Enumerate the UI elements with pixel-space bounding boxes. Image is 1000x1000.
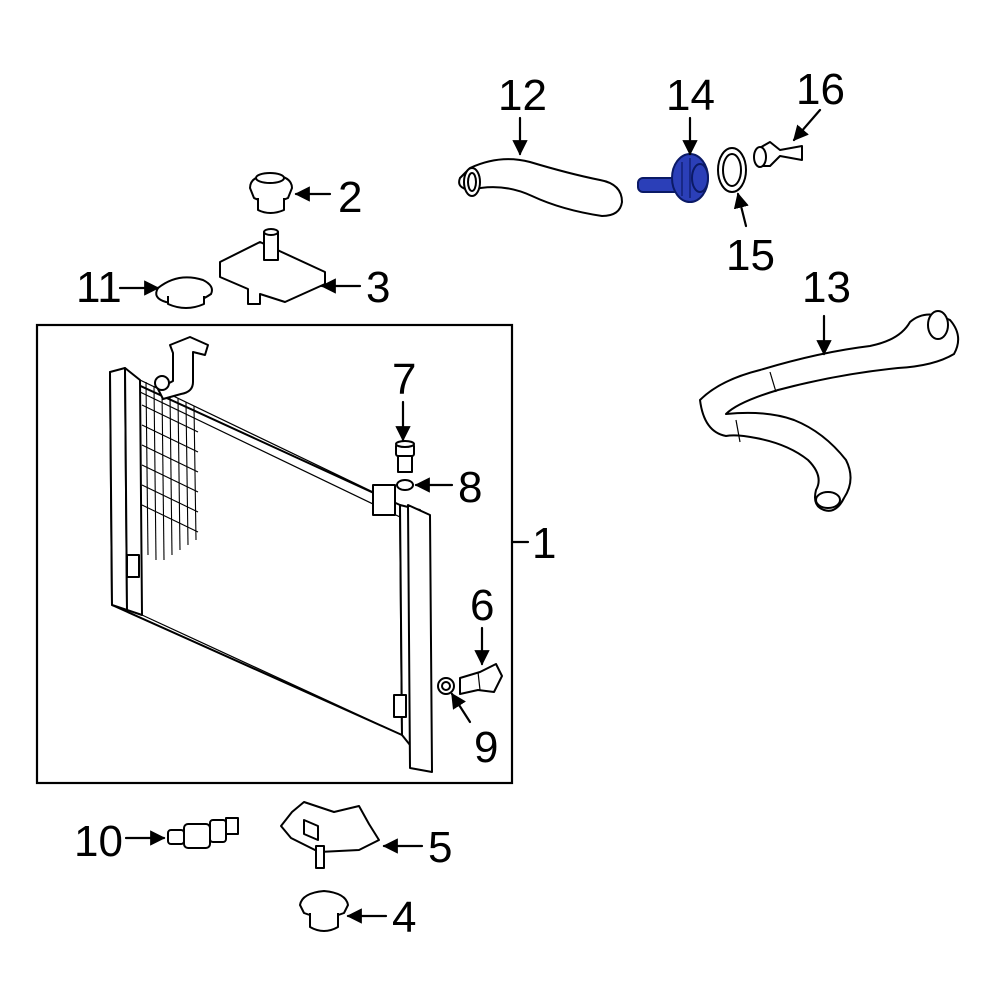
- callout-labels: 1 2 3 4 5 6 7 8 9 10 11 12 13 14 15 16: [74, 65, 851, 942]
- upper-hose[interactable]: [458, 158, 623, 217]
- callout-9: 9: [474, 723, 498, 772]
- leader-lines: [118, 108, 832, 924]
- callout-2: 2: [338, 173, 362, 222]
- fitting-gasket[interactable]: [437, 677, 455, 695]
- callout-7: 7: [392, 355, 416, 404]
- hose-clip[interactable]: [753, 141, 803, 168]
- callout-8: 8: [458, 463, 482, 512]
- drain-plug[interactable]: [395, 440, 415, 473]
- callout-4: 4: [392, 893, 416, 942]
- callout-13: 13: [802, 263, 851, 312]
- callout-15: 15: [726, 231, 775, 280]
- drain-o-ring[interactable]: [396, 479, 414, 491]
- radiator-core[interactable]: [109, 336, 433, 773]
- fitting-o-ring[interactable]: [717, 147, 747, 193]
- radiator-cap[interactable]: [155, 276, 213, 309]
- callout-5: 5: [428, 823, 452, 872]
- hose-fitting-highlighted[interactable]: [637, 153, 709, 203]
- callout-12: 12: [498, 71, 547, 120]
- coolant-fitting[interactable]: [459, 663, 503, 695]
- callout-14: 14: [666, 71, 715, 120]
- lower-hose[interactable]: [699, 310, 960, 512]
- callout-11: 11: [76, 263, 122, 312]
- callout-3: 3: [366, 263, 390, 312]
- upper-bushing[interactable]: [249, 172, 293, 214]
- upper-bracket[interactable]: [219, 228, 326, 305]
- callout-16: 16: [796, 65, 845, 114]
- lower-bushing[interactable]: [299, 890, 349, 932]
- lower-bracket[interactable]: [280, 801, 380, 869]
- callout-10: 10: [74, 817, 123, 866]
- temperature-sensor[interactable]: [167, 817, 239, 849]
- callout-1: 1: [532, 519, 556, 568]
- radiator-assembly-box: [35, 323, 514, 785]
- callout-6: 6: [470, 581, 494, 630]
